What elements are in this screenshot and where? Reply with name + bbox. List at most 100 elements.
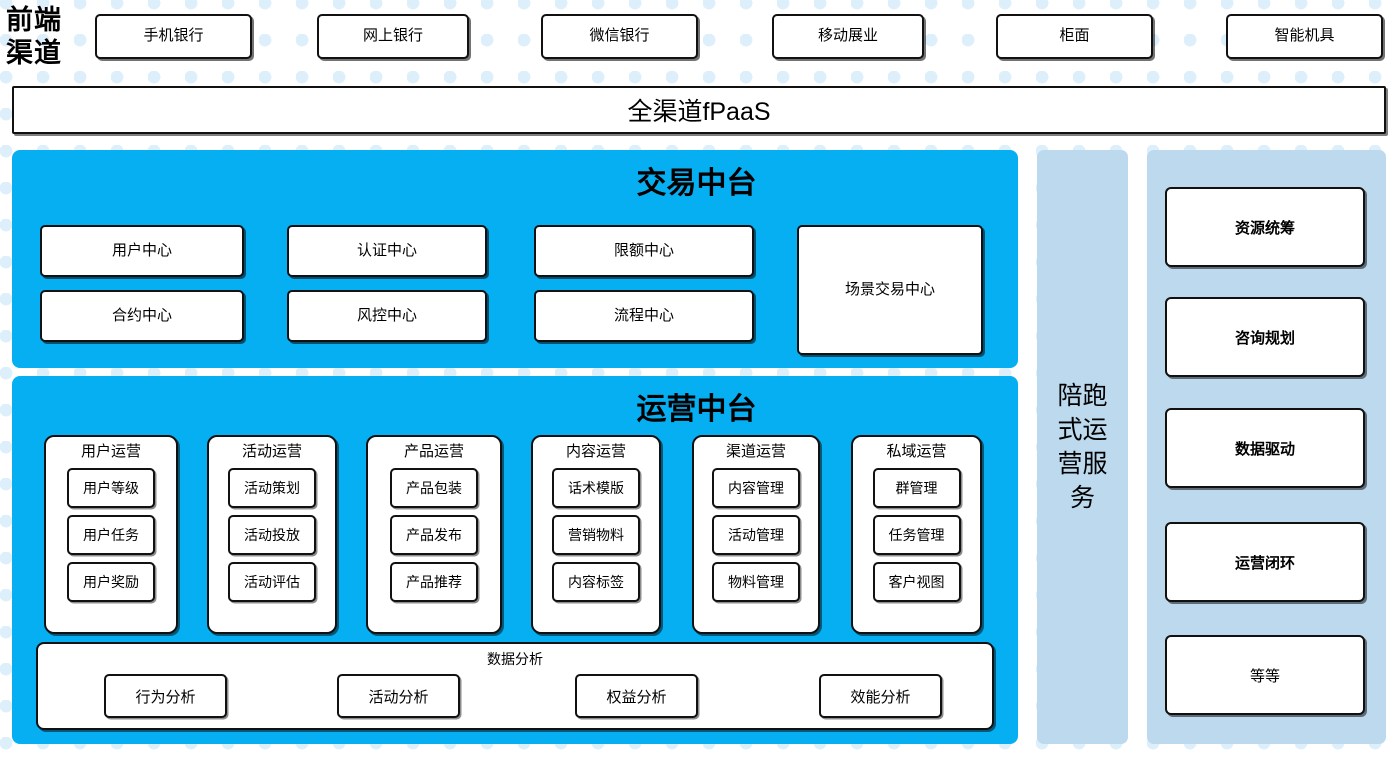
ops-item-4-3[interactable]: 内容标签	[552, 562, 640, 602]
ops-column-3: 产品运营产品包装产品发布产品推荐	[366, 435, 502, 634]
ops-item-6-1[interactable]: 群管理	[872, 468, 961, 508]
ops-column-2: 活动运营活动策划活动投放活动评估	[207, 435, 337, 634]
data-analytics-panel: 数据分析 行为分析 活动分析 权益分析 效能分析	[36, 642, 994, 730]
ops-item-2-1[interactable]: 活动策划	[228, 468, 316, 508]
ops-item-label: 营销物料	[568, 527, 624, 543]
service-capability-panel: 资源统筹咨询规划数据驱动运营闭环等等	[1147, 150, 1386, 744]
accompanying-service-label: 陪跑式运营服务	[1057, 382, 1108, 512]
channel-box-3[interactable]: 微信银行	[541, 14, 698, 59]
trade-center-card-label: 合约中心	[111, 306, 172, 324]
channel-box-label: 手机银行	[143, 27, 204, 45]
channel-box-label: 移动展业	[817, 27, 878, 45]
trade-center-card-6[interactable]: 风控中心	[287, 290, 487, 342]
frontend-channel-label: 前端 渠道	[6, 2, 90, 72]
ops-column-title: 产品运营	[403, 443, 464, 460]
service-capability-card-3[interactable]: 数据驱动	[1165, 408, 1365, 488]
service-capability-card-4[interactable]: 运营闭环	[1165, 522, 1365, 602]
ops-column-6: 私域运营群管理任务管理客户视图	[851, 435, 982, 634]
ops-item-label: 群管理	[895, 480, 938, 496]
ops-item-2-2[interactable]: 活动投放	[228, 515, 316, 555]
trade-center-card-label: 场景交易中心	[844, 280, 935, 298]
ops-item-label: 话术模版	[568, 480, 624, 496]
ops-column-5: 渠道运营内容管理活动管理物料管理	[692, 435, 820, 634]
ops-item-label: 产品包装	[406, 480, 462, 496]
ops-item-4-1[interactable]: 话术模版	[552, 468, 640, 508]
ops-center-title: 运营中台	[636, 393, 757, 426]
service-capability-card-1[interactable]: 资源统筹	[1165, 187, 1365, 267]
channel-box-6[interactable]: 智能机具	[1226, 14, 1383, 59]
analytics-item-2[interactable]: 活动分析	[337, 674, 460, 718]
channel-box-5[interactable]: 柜面	[996, 14, 1153, 59]
service-capability-card-label: 数据驱动	[1234, 440, 1295, 458]
channel-box-4[interactable]: 移动展业	[772, 14, 924, 59]
ops-column-4: 内容运营话术模版营销物料内容标签	[531, 435, 661, 634]
ops-item-4-2[interactable]: 营销物料	[552, 515, 640, 555]
analytics-item-label: 活动分析	[368, 688, 429, 706]
ops-item-3-2[interactable]: 产品发布	[390, 515, 478, 555]
ops-column-1: 用户运营用户等级用户任务用户奖励	[44, 435, 178, 634]
trade-center-card-1[interactable]: 用户中心	[40, 225, 244, 277]
analytics-item-label: 权益分析	[606, 688, 667, 706]
ops-column-title: 内容运营	[565, 443, 626, 460]
trade-center-card-label: 风控中心	[356, 306, 417, 324]
ops-column-title: 活动运营	[241, 443, 302, 460]
trade-center-card-2[interactable]: 认证中心	[287, 225, 487, 277]
ops-item-label: 客户视图	[888, 574, 945, 590]
ops-item-label: 产品推荐	[406, 574, 462, 590]
analytics-item-label: 行为分析	[135, 688, 196, 706]
ops-column-title: 私域运营	[886, 443, 947, 460]
omnichannel-fpaas-bar[interactable]: 全渠道fPaaS	[12, 86, 1386, 134]
ops-item-label: 内容标签	[568, 574, 624, 590]
channel-box-2[interactable]: 网上银行	[317, 14, 469, 59]
trade-center-card-label: 限额中心	[613, 241, 674, 259]
ops-item-label: 用户任务	[83, 527, 139, 543]
ops-item-1-3[interactable]: 用户奖励	[67, 562, 155, 602]
trade-center-card-label: 用户中心	[111, 241, 172, 259]
trade-center-card-7[interactable]: 流程中心	[534, 290, 754, 342]
trade-center-card-4[interactable]: 场景交易中心	[797, 225, 983, 355]
ops-item-6-3[interactable]: 客户视图	[872, 562, 961, 602]
trade-center-title: 交易中台	[636, 167, 757, 200]
frontend-label-line1: 前端	[6, 5, 62, 35]
analytics-item-3[interactable]: 权益分析	[575, 674, 698, 718]
ops-item-5-1[interactable]: 内容管理	[712, 468, 800, 508]
service-capability-card-label: 资源统筹	[1234, 219, 1295, 237]
channel-box-label: 柜面	[1059, 27, 1090, 45]
ops-item-label: 活动评估	[244, 574, 300, 590]
trade-center-card-3[interactable]: 限额中心	[534, 225, 754, 277]
analytics-item-1[interactable]: 行为分析	[104, 674, 227, 718]
ops-item-label: 用户奖励	[83, 574, 139, 590]
ops-item-1-2[interactable]: 用户任务	[67, 515, 155, 555]
channel-box-1[interactable]: 手机银行	[95, 14, 252, 59]
ops-item-2-3[interactable]: 活动评估	[228, 562, 316, 602]
data-analytics-title: 数据分析	[487, 651, 543, 667]
frontend-label-line2: 渠道	[6, 38, 62, 68]
channel-box-label: 微信银行	[589, 27, 650, 45]
trade-center-card-label: 认证中心	[356, 241, 417, 259]
ops-item-label: 用户等级	[83, 480, 139, 496]
service-capability-card-label: 运营闭环	[1234, 554, 1295, 572]
fpaas-label: 全渠道fPaaS	[627, 98, 771, 126]
ops-item-label: 内容管理	[728, 480, 784, 496]
ops-item-label: 物料管理	[728, 574, 784, 590]
ops-item-3-1[interactable]: 产品包装	[390, 468, 478, 508]
service-capability-card-5[interactable]: 等等	[1165, 635, 1365, 715]
service-capability-card-label: 咨询规划	[1234, 329, 1295, 347]
trade-center-card-label: 流程中心	[613, 306, 674, 324]
ops-item-5-3[interactable]: 物料管理	[712, 562, 800, 602]
ops-item-6-2[interactable]: 任务管理	[872, 515, 961, 555]
ops-column-title: 用户运营	[80, 443, 141, 460]
ops-item-3-3[interactable]: 产品推荐	[390, 562, 478, 602]
ops-item-label: 活动策划	[244, 480, 300, 496]
accompanying-service-strip: 陪跑式运营服务	[1037, 150, 1128, 744]
ops-item-label: 活动管理	[728, 527, 784, 543]
analytics-item-4[interactable]: 效能分析	[819, 674, 942, 718]
service-capability-card-label: 等等	[1249, 667, 1280, 685]
channel-box-label: 智能机具	[1274, 27, 1335, 45]
trade-center-card-5[interactable]: 合约中心	[40, 290, 244, 342]
service-capability-card-2[interactable]: 咨询规划	[1165, 297, 1365, 377]
ops-column-title: 渠道运营	[725, 443, 786, 460]
ops-item-5-2[interactable]: 活动管理	[712, 515, 800, 555]
ops-item-1-1[interactable]: 用户等级	[67, 468, 155, 508]
analytics-item-label: 效能分析	[850, 688, 911, 706]
